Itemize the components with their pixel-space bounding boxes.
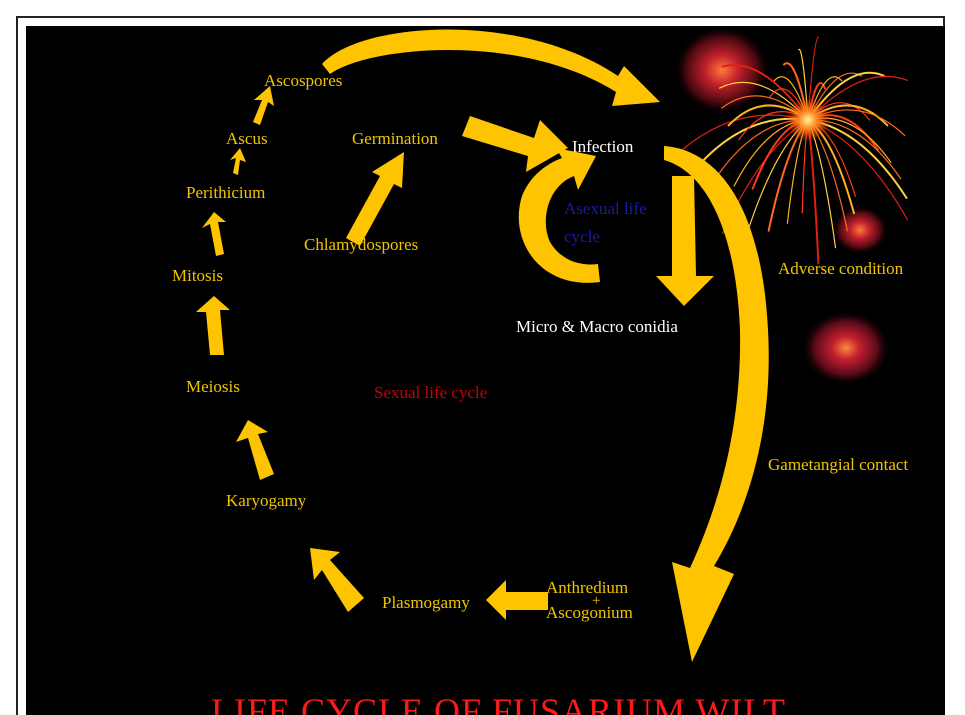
label-perithicium: Perithicium xyxy=(186,183,266,202)
arrow-karyogamy-to-meiosis xyxy=(236,420,274,480)
burst-core xyxy=(786,98,830,142)
arrow-asexual-loop xyxy=(518,148,600,283)
label-asexual-line1: Asexual life xyxy=(564,199,647,218)
arrow-ascus-to-ascospores xyxy=(253,86,274,125)
label-infection: Infection xyxy=(572,137,634,156)
page-title: LIFE CYCLE OF FUSARIUM WILT xyxy=(211,691,787,715)
label-karyogamy: Karyogamy xyxy=(226,491,307,510)
arrow-plasmogamy-to-karyogamy xyxy=(310,548,364,612)
arrow-mitosis-to-perithicium xyxy=(202,212,226,256)
arrow-chlamydospores-to-germination xyxy=(346,152,404,246)
glow-orb-top xyxy=(674,26,770,114)
label-plasmogamy: Plasmogamy xyxy=(382,593,470,612)
label-germination: Germination xyxy=(352,129,438,148)
label-ascus: Ascus xyxy=(226,129,268,148)
arrow-meiosis-to-mitosis xyxy=(196,296,230,355)
arrow-anthredium-to-plasmogamy xyxy=(486,580,548,620)
glow-orb-bottom xyxy=(801,310,891,386)
label-chlamydospores: Chlamydospores xyxy=(304,235,419,254)
lifecycle-diagram xyxy=(196,26,909,662)
label-plus: + xyxy=(592,593,601,609)
label-mitosis: Mitosis xyxy=(172,266,224,285)
slide: Ascospores Ascus Perithicium Mitosis Mei… xyxy=(26,26,945,715)
arrow-infection-to-conidia xyxy=(656,176,714,306)
label-ascospores: Ascospores xyxy=(264,71,343,90)
label-ascogonium: Ascogonium xyxy=(546,603,633,622)
label-asexual-line2: cycle xyxy=(564,227,600,246)
arrow-perithicium-to-ascus xyxy=(230,148,246,175)
label-adverse-condition: Adverse condition xyxy=(778,259,904,278)
label-anthredium: Anthredium xyxy=(546,578,629,597)
arrow-germination-to-infection xyxy=(462,116,568,172)
arrow-gametangial-contact xyxy=(664,146,769,662)
label-gametangial-contact: Gametangial contact xyxy=(768,455,909,474)
label-meiosis: Meiosis xyxy=(186,377,240,396)
arrow-ascospores-to-burst xyxy=(322,29,660,106)
glow-orb-small xyxy=(832,206,888,254)
label-conidia: Micro & Macro conidia xyxy=(516,317,678,336)
label-sexual-life-cycle: Sexual life cycle xyxy=(374,383,488,402)
